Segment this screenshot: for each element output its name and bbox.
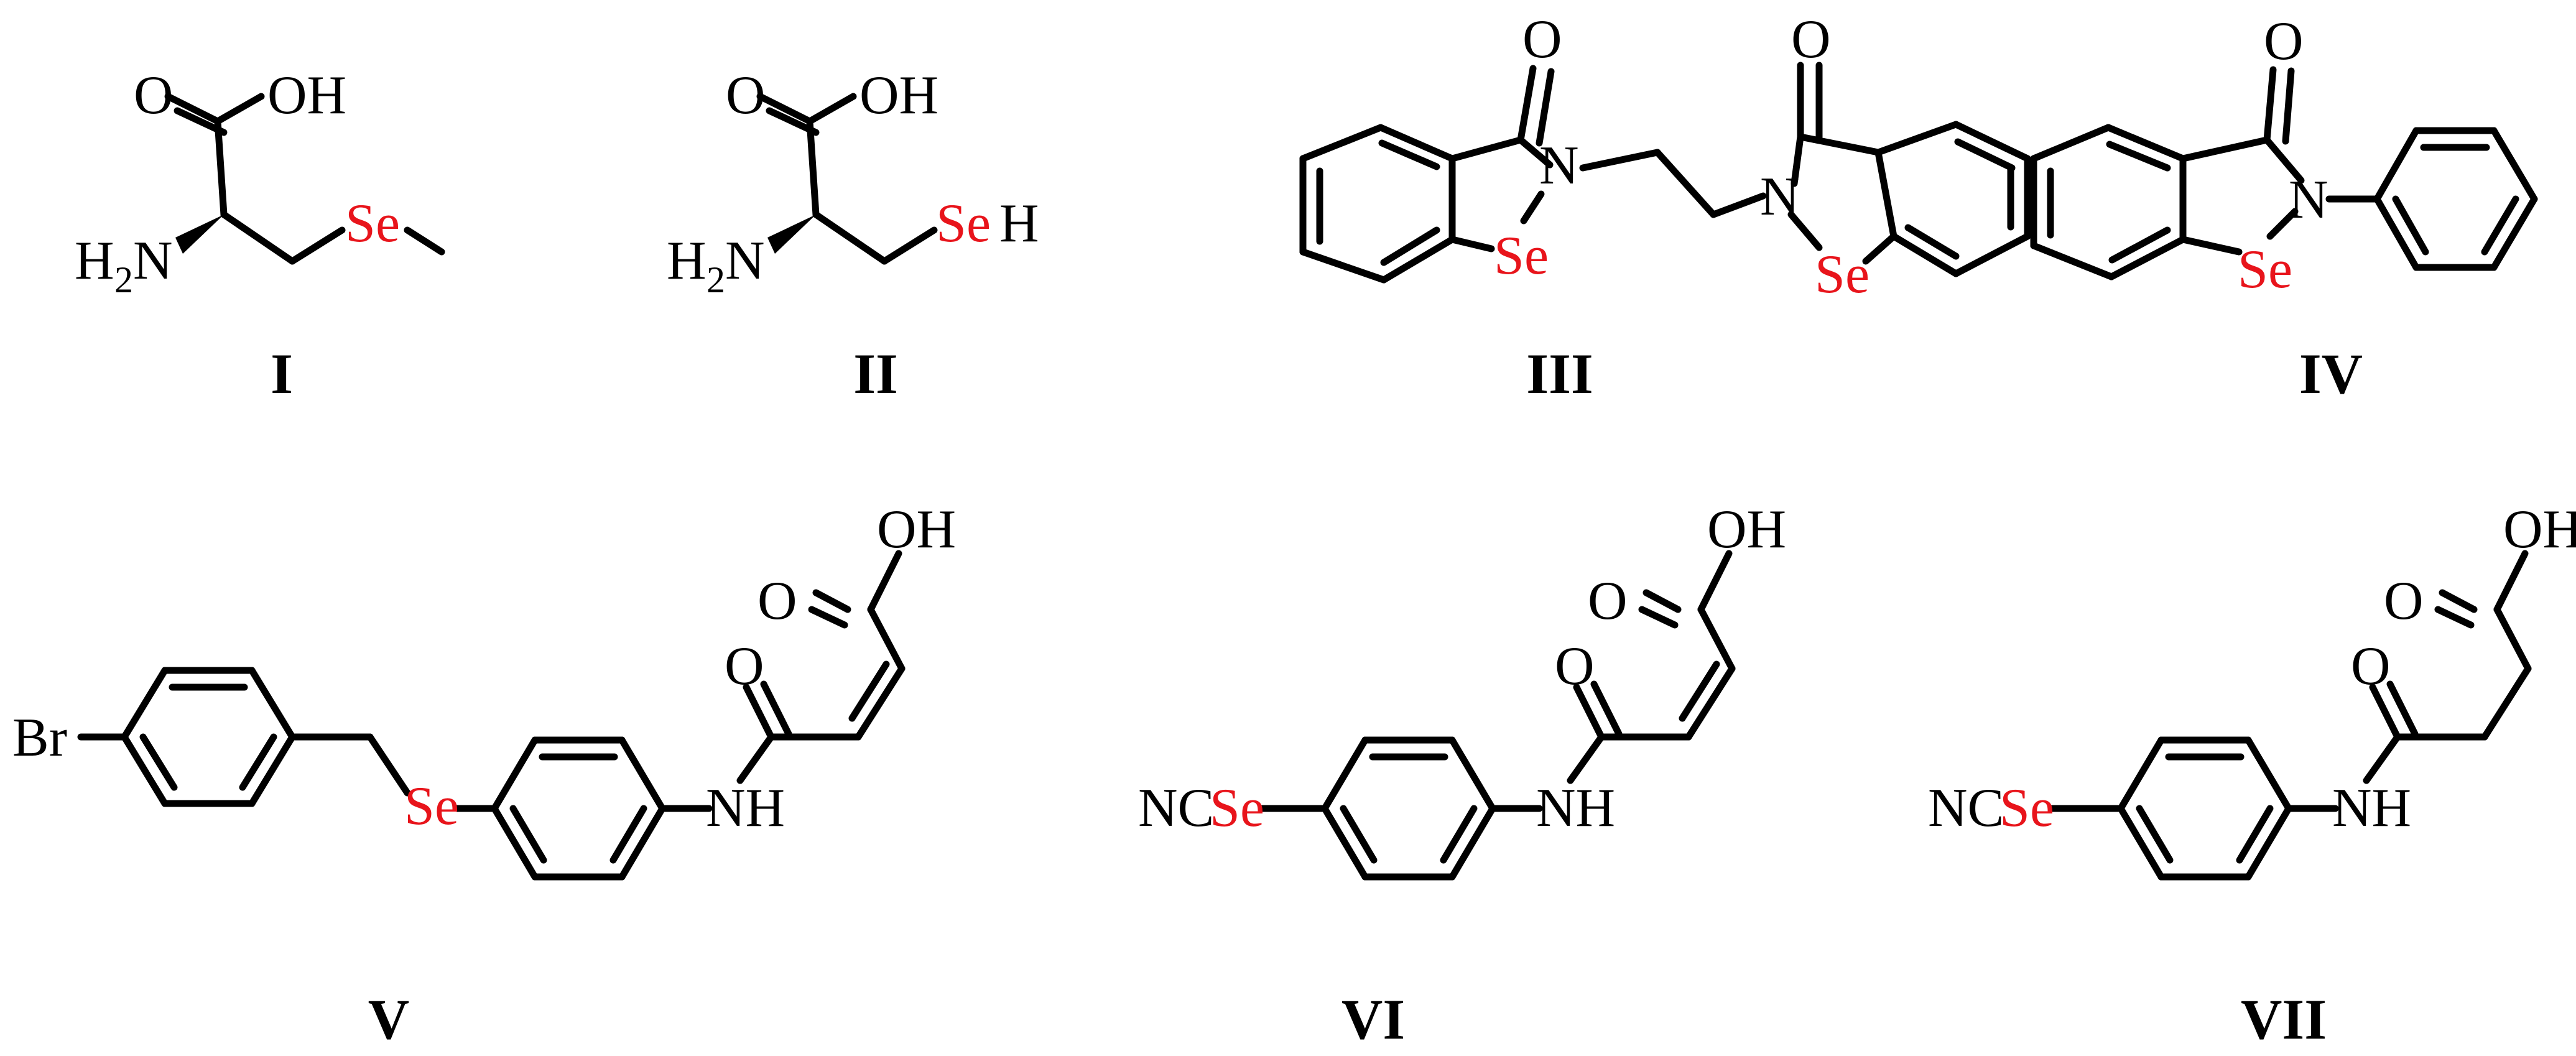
compound-v-atom-acid-oh: OH bbox=[877, 499, 956, 560]
compound-iii-caption: III bbox=[1526, 342, 1593, 405]
compound-vi: NC Se NH O O OH VI bbox=[1138, 499, 1786, 1051]
compound-vii-atom-amide-o: O bbox=[2351, 636, 2391, 697]
compound-iv: O N Se IV bbox=[2030, 11, 2538, 405]
compound-iv-caption: IV bbox=[2299, 342, 2363, 405]
compound-v-bonds bbox=[77, 550, 906, 881]
compound-i-atom-se: Se bbox=[345, 193, 400, 254]
compound-iv-atom-n: N bbox=[2289, 170, 2328, 230]
compound-v-atom-acid-o: O bbox=[758, 571, 797, 631]
compound-iii-atom-o-right: O bbox=[1791, 9, 1831, 70]
compound-vi-atom-se: Se bbox=[1210, 778, 1264, 838]
compound-ii-atom-se: Se bbox=[936, 193, 991, 254]
compound-vi-caption: VI bbox=[1341, 988, 1405, 1051]
compound-vii-caption: VII bbox=[2241, 988, 2327, 1051]
compound-i: O OH H 2 N Se I bbox=[75, 65, 445, 405]
compound-ii-stereo-wedge bbox=[767, 215, 816, 254]
compound-ii-bonds bbox=[756, 93, 938, 265]
compound-v-atom-nh: NH bbox=[706, 778, 785, 838]
compound-ii: O OH H 2 N Se H II bbox=[667, 65, 1039, 405]
compound-iii-atom-n-right: N bbox=[1760, 167, 1800, 227]
compound-iv-bonds bbox=[2030, 66, 2538, 280]
compound-v-atom-amide-o: O bbox=[725, 636, 764, 697]
compound-ii-atom-carbonyl-o: O bbox=[726, 65, 766, 126]
compound-iv-atom-se: Se bbox=[2238, 239, 2292, 300]
compound-v-caption: V bbox=[368, 988, 409, 1051]
compound-i-atom-carbonyl-o: O bbox=[134, 65, 174, 126]
compound-v: Br Se NH O O OH V bbox=[12, 499, 956, 1051]
compound-ii-atom-amine-h: H bbox=[667, 231, 707, 291]
compound-v-atom-br: Br bbox=[12, 708, 67, 768]
compound-i-bonds bbox=[164, 93, 445, 265]
compound-ii-caption: II bbox=[853, 342, 898, 405]
compound-ii-atom-amine-sub: 2 bbox=[707, 259, 725, 300]
compound-iii-atom-se-right: Se bbox=[1815, 244, 1869, 305]
compound-vii-atom-nc: NC bbox=[1928, 778, 2004, 838]
compound-i-atom-amine-n: N bbox=[133, 231, 173, 291]
compound-vi-bonds bbox=[1259, 550, 1736, 881]
compound-vi-atom-amide-o: O bbox=[1555, 636, 1595, 697]
compound-vii-bonds bbox=[2049, 550, 2532, 881]
compound-vi-atom-nc: NC bbox=[1138, 778, 1214, 838]
compound-iii-atom-se-left: Se bbox=[1494, 226, 1549, 286]
compound-vii-atom-acid-o: O bbox=[2384, 571, 2424, 631]
compound-vii-atom-acid-oh: OH bbox=[2503, 499, 2576, 560]
compound-iii-bonds bbox=[1299, 62, 2031, 284]
compound-i-stereo-wedge bbox=[175, 215, 224, 254]
compound-iv-atom-o: O bbox=[2264, 11, 2304, 72]
compound-i-atom-amine-h: H bbox=[75, 231, 114, 291]
compound-vii: NC Se NH O O OH VII bbox=[1928, 499, 2576, 1051]
compound-vi-atom-nh: NH bbox=[1536, 778, 1615, 838]
compound-i-caption: I bbox=[271, 342, 293, 405]
compound-ii-atom-amine-n: N bbox=[725, 231, 765, 291]
compound-ii-atom-se-h: H bbox=[999, 193, 1039, 254]
compound-vii-atom-se: Se bbox=[1999, 778, 2054, 838]
compound-i-atom-hydroxyl: OH bbox=[267, 65, 346, 126]
compound-v-atom-se: Se bbox=[404, 776, 459, 836]
compound-iii: O N Se O N Se III bbox=[1299, 9, 2031, 405]
compound-ii-atom-hydroxyl: OH bbox=[859, 65, 938, 126]
compound-vi-atom-acid-oh: OH bbox=[1707, 499, 1786, 560]
compound-vii-atom-nh: NH bbox=[2332, 778, 2411, 838]
compound-iii-atom-o-left: O bbox=[1522, 9, 1562, 70]
compound-iii-atom-n-left: N bbox=[1539, 136, 1579, 196]
compound-vi-atom-acid-o: O bbox=[1588, 571, 1628, 631]
compound-i-atom-amine-sub: 2 bbox=[114, 259, 133, 300]
